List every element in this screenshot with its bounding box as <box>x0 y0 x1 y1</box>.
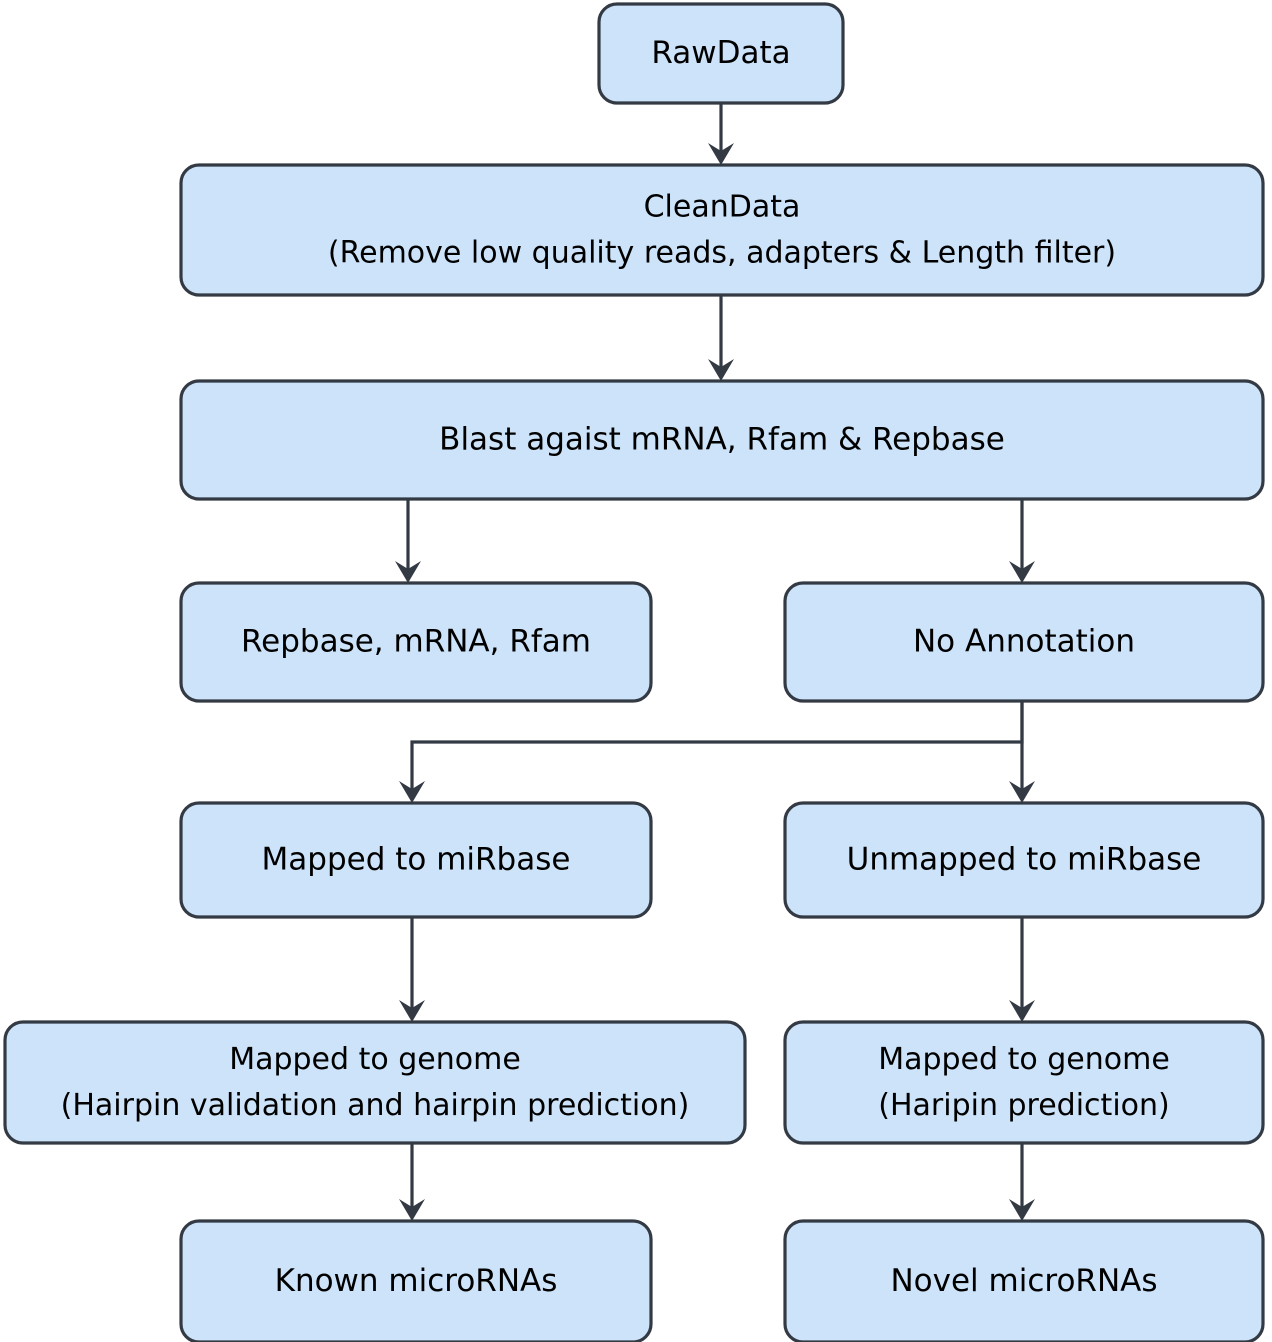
node-box[interactable] <box>179 379 1265 501</box>
node-box[interactable] <box>783 1020 1265 1145</box>
node-label-line2: (Remove low quality reads, adapters & Le… <box>328 236 1116 271</box>
node-known-micrornas[interactable]: Known microRNAs <box>179 1219 653 1342</box>
edge-noannotation-to-unmapped <box>1009 701 1035 803</box>
node-box[interactable] <box>597 2 845 105</box>
edges-layer <box>395 103 1035 1221</box>
edge-clean-to-blast <box>708 295 734 381</box>
node-box[interactable] <box>783 1219 1265 1342</box>
node-label-line2: (Hairpin validation and hairpin predicti… <box>61 1088 690 1123</box>
arrowhead-icon <box>399 1199 425 1221</box>
node-box[interactable] <box>179 581 653 703</box>
arrowhead-icon <box>1009 1199 1035 1221</box>
edge-blast-to-repbase <box>395 499 421 583</box>
node-label: Known microRNAs <box>275 1263 558 1299</box>
node-label: Novel microRNAs <box>890 1263 1157 1299</box>
edge-blast-to-noannotation <box>1009 499 1035 583</box>
arrowhead-icon <box>1009 781 1035 803</box>
node-box[interactable] <box>783 581 1265 703</box>
node-label-line1: CleanData <box>644 190 801 225</box>
arrowhead-icon <box>395 561 421 583</box>
node-repbase-mrna-rfam[interactable]: Repbase, mRNA, Rfam <box>179 581 653 703</box>
node-label: Mapped to miRbase <box>262 842 571 878</box>
node-clean-data[interactable]: CleanData (Remove low quality reads, adap… <box>179 163 1265 297</box>
node-no-annotation[interactable]: No Annotation <box>783 581 1265 703</box>
node-box[interactable] <box>3 1020 747 1145</box>
node-raw-data[interactable]: RawData <box>597 2 845 105</box>
edge-unmapped-to-genome-novel <box>1009 917 1035 1022</box>
node-label: Unmapped to miRbase <box>847 842 1202 878</box>
node-mapped-genome-known[interactable]: Mapped to genome (Hairpin validation and … <box>3 1020 747 1145</box>
node-novel-micrornas[interactable]: Novel microRNAs <box>783 1219 1265 1342</box>
edge-genome-to-novel-mirnas <box>1009 1143 1035 1221</box>
node-box[interactable] <box>179 1219 653 1342</box>
node-label-line2: (Haripin prediction) <box>878 1088 1169 1123</box>
node-label: RawData <box>651 35 790 71</box>
arrowhead-icon <box>399 1000 425 1022</box>
arrowhead-icon <box>708 143 734 165</box>
node-label: No Annotation <box>913 624 1135 660</box>
node-label-line1: Mapped to genome <box>229 1042 521 1077</box>
node-box[interactable] <box>179 163 1265 297</box>
node-mapped-genome-novel[interactable]: Mapped to genome (Haripin prediction) <box>783 1020 1265 1145</box>
arrowhead-icon <box>708 359 734 381</box>
edge-genome-to-known-mirnas <box>399 1143 425 1221</box>
node-blast[interactable]: Blast agaist mRNA, Rfam & Repbase <box>179 379 1265 501</box>
edge-noannotation-to-mapped <box>399 701 1024 803</box>
node-box[interactable] <box>179 801 653 919</box>
node-mapped-mirbase[interactable]: Mapped to miRbase <box>179 801 653 919</box>
node-label-line1: Mapped to genome <box>878 1042 1170 1077</box>
arrowhead-icon <box>1009 561 1035 583</box>
edge-raw-to-clean <box>708 103 734 165</box>
node-unmapped-mirbase[interactable]: Unmapped to miRbase <box>783 801 1265 919</box>
node-label: Repbase, mRNA, Rfam <box>241 624 591 660</box>
edge-mapped-to-genome-known <box>399 917 425 1022</box>
edge-line <box>410 701 1024 795</box>
node-label: Blast agaist mRNA, Rfam & Repbase <box>439 422 1005 458</box>
arrowhead-icon <box>399 781 425 803</box>
node-box[interactable] <box>783 801 1265 919</box>
arrowhead-icon <box>1009 1000 1035 1022</box>
